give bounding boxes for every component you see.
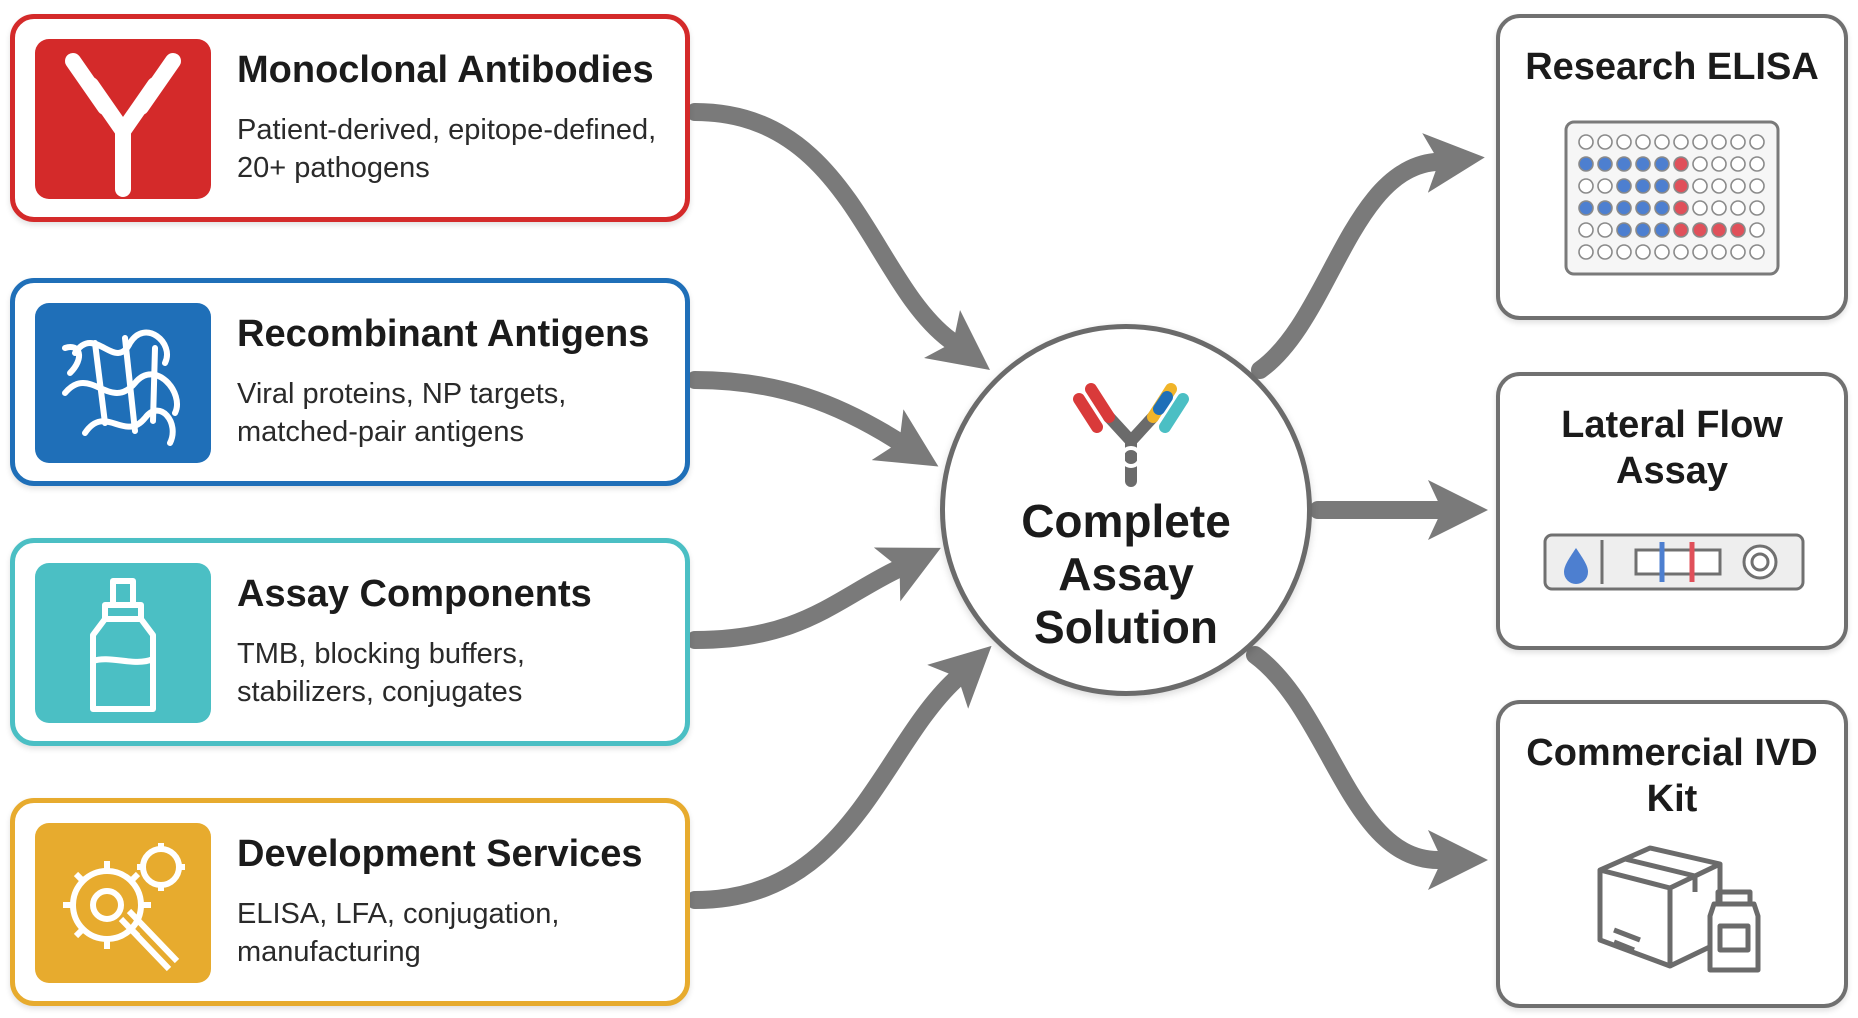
protein-icon <box>35 303 211 463</box>
plate-well <box>1692 200 1708 216</box>
plate-well <box>1635 156 1651 172</box>
plate-well <box>1616 200 1632 216</box>
antibody-multicolor-icon <box>1073 383 1189 487</box>
output-title: Research ELISA <box>1525 46 1819 88</box>
card-title: Development Services <box>237 833 643 875</box>
output-title: Lateral Flow Assay <box>1561 404 1783 492</box>
plate-well <box>1673 244 1689 260</box>
plate-well <box>1597 244 1613 260</box>
plate-well <box>1673 134 1689 150</box>
plate-well <box>1692 134 1708 150</box>
hub-title: Complete Assay Solution <box>1021 495 1231 653</box>
plate-well <box>1730 156 1746 172</box>
plate-well <box>1692 244 1708 260</box>
card-assay-components: Assay Components TMB, blocking buffers, … <box>10 538 690 746</box>
arrow-antibodies-to-hub <box>686 103 990 371</box>
plate-well <box>1711 134 1727 150</box>
card-description: TMB, blocking buffers, stabilizers, conj… <box>237 638 525 708</box>
plate-well <box>1635 200 1651 216</box>
card-title: Assay Components <box>237 573 592 615</box>
card-title: Monoclonal Antibodies <box>237 49 654 91</box>
plate-well <box>1730 222 1746 238</box>
plate-well <box>1749 200 1765 216</box>
antibody-icon <box>35 39 211 199</box>
plate-well <box>1673 156 1689 172</box>
card-recombinant-antigens: Recombinant Antigens Viral proteins, NP … <box>10 278 690 486</box>
arrow-components-to-hub <box>686 547 941 649</box>
plate-well <box>1654 244 1670 260</box>
card-lateral-flow-assay: Lateral Flow Assay <box>1496 372 1848 650</box>
plate-well <box>1578 156 1594 172</box>
card-commercial-ivd-kit: Commercial IVD Kit <box>1496 700 1848 1008</box>
plate-well <box>1578 222 1594 238</box>
plate-well <box>1597 156 1613 172</box>
plate-well <box>1616 178 1632 194</box>
plate-well <box>1749 178 1765 194</box>
plate-well <box>1597 134 1613 150</box>
arrow-hub-to-ivd <box>1246 646 1488 890</box>
plate-well <box>1749 134 1765 150</box>
plate-well <box>1635 178 1651 194</box>
plate-well <box>1616 244 1632 260</box>
hub-complete-assay-solution: Complete Assay Solution <box>940 324 1312 696</box>
plate-well <box>1597 222 1613 238</box>
plate-well <box>1578 200 1594 216</box>
box-vial-icon <box>1597 845 1761 973</box>
plate-well <box>1654 178 1670 194</box>
test-strip-icon <box>1543 533 1805 591</box>
plate-well <box>1578 244 1594 260</box>
plate-well <box>1578 178 1594 194</box>
plate-well <box>1711 200 1727 216</box>
plate-well <box>1711 156 1727 172</box>
plate-well <box>1597 178 1613 194</box>
card-research-elisa: Research ELISA <box>1496 14 1848 320</box>
plate-well <box>1654 134 1670 150</box>
plate-well <box>1711 178 1727 194</box>
card-description: Viral proteins, NP targets, matched-pair… <box>237 378 567 448</box>
card-monoclonal-antibodies: Monoclonal Antibodies Patient-derived, e… <box>10 14 690 222</box>
plate-well <box>1616 156 1632 172</box>
microplate-icon <box>1564 120 1780 276</box>
plate-well <box>1692 222 1708 238</box>
card-description: ELISA, LFA, conjugation, manufacturing <box>237 898 560 968</box>
plate-well <box>1692 178 1708 194</box>
plate-well <box>1635 222 1651 238</box>
arrow-antigens-to-hub <box>686 371 939 467</box>
output-title: Commercial IVD Kit <box>1526 732 1818 820</box>
plate-well <box>1730 200 1746 216</box>
plate-well <box>1616 222 1632 238</box>
plate-well <box>1749 156 1765 172</box>
card-title: Recombinant Antigens <box>237 313 650 355</box>
plate-well <box>1749 222 1765 238</box>
plate-well <box>1654 222 1670 238</box>
plate-well <box>1730 134 1746 150</box>
plate-well <box>1730 178 1746 194</box>
plate-well <box>1654 156 1670 172</box>
card-development-services: Development Services ELISA, LFA, conjuga… <box>10 798 690 1006</box>
arrow-services-to-hub <box>686 645 992 909</box>
plate-well <box>1692 156 1708 172</box>
plate-well <box>1654 200 1670 216</box>
plate-well <box>1635 134 1651 150</box>
dropper-bottle-icon <box>35 563 211 723</box>
arrow-hub-to-elisa <box>1251 133 1485 379</box>
plate-well <box>1673 178 1689 194</box>
plate-well <box>1730 244 1746 260</box>
plate-well <box>1673 200 1689 216</box>
plate-well <box>1597 200 1613 216</box>
plate-well <box>1673 222 1689 238</box>
plate-well <box>1749 244 1765 260</box>
plate-well <box>1711 244 1727 260</box>
card-description: Patient-derived, epitope-defined, 20+ pa… <box>237 114 657 184</box>
plate-well <box>1711 222 1727 238</box>
plate-well <box>1616 134 1632 150</box>
gears-wrench-icon <box>35 823 211 983</box>
plate-well <box>1635 244 1651 260</box>
plate-well <box>1578 134 1594 150</box>
